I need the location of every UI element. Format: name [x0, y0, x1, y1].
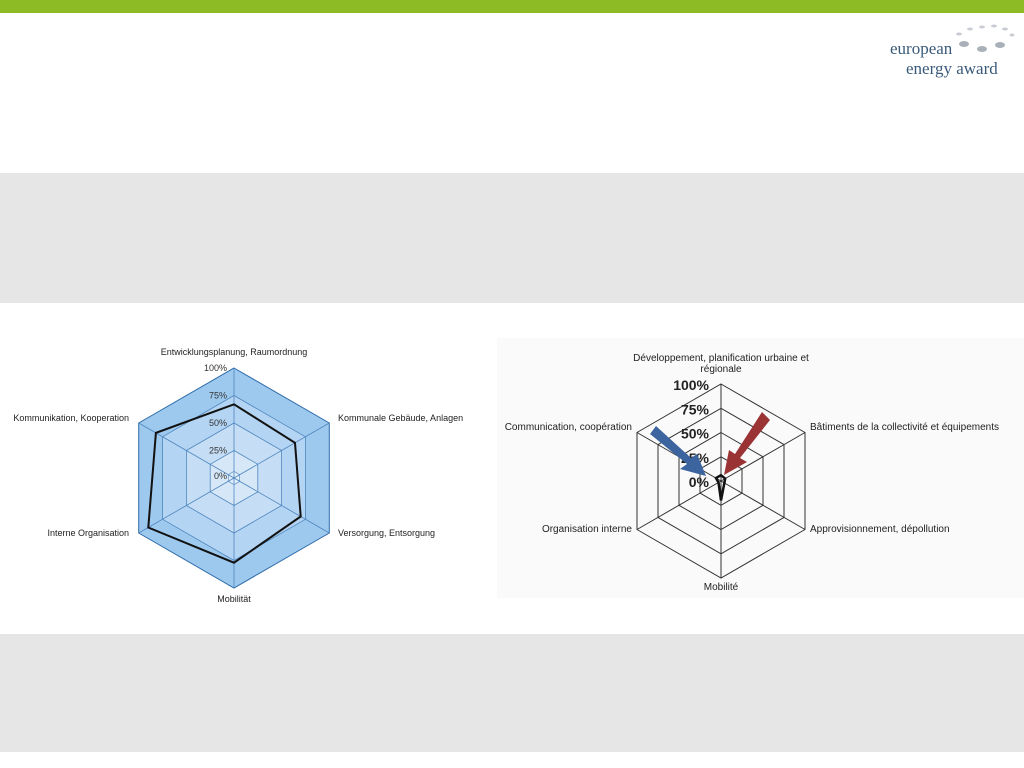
- radial-tick-label: 25%: [209, 446, 227, 456]
- radar-spoke: [636, 480, 722, 530]
- radial-tick-label: 100%: [204, 363, 227, 373]
- radial-tick-label: 0%: [689, 474, 710, 490]
- axis-label: Organisation interne: [542, 524, 632, 535]
- radial-tick-label: 50%: [209, 418, 227, 428]
- axis-label: Kommunale Gebäude, Anlagen: [338, 413, 463, 423]
- axis-label: Versorgung, Entsorgung: [338, 528, 435, 538]
- radial-tick-label: 50%: [681, 426, 710, 442]
- radar-spoke: [233, 422, 330, 479]
- red-arrow-icon: [724, 412, 770, 475]
- axis-label: Kommunikation, Kooperation: [13, 413, 129, 423]
- blue-arrow-icon: [650, 426, 706, 476]
- radar-spoke: [720, 432, 806, 482]
- radial-tick-label: 75%: [209, 391, 227, 401]
- axis-label: Mobilité: [704, 582, 739, 593]
- axis-label: Approvisionnement, dépollution: [810, 524, 950, 535]
- radial-tick-label: 100%: [673, 377, 709, 393]
- european-energy-award-logo: european energy award: [884, 22, 1016, 82]
- axis-label: Bâtiments de la collectivité et équipeme…: [810, 422, 999, 433]
- radial-tick-label: 75%: [681, 401, 710, 417]
- top-accent-bar: [0, 0, 1024, 13]
- axis-label: Mobilität: [217, 594, 251, 604]
- radar-series-line: [147, 403, 302, 564]
- radar-spoke: [138, 477, 235, 534]
- grey-band-bottom: [0, 634, 1024, 752]
- radar-spoke: [233, 477, 330, 534]
- radar-spoke: [720, 480, 806, 530]
- axis-label: Interne Organisation: [47, 528, 129, 538]
- radar-spoke: [138, 422, 235, 479]
- axis-label: Entwicklungsplanung, Raumordnung: [161, 347, 308, 357]
- radar-chart-french: 0%25%50%75%100%Développement, planificat…: [497, 338, 1024, 598]
- logo-line-1: european: [890, 39, 953, 58]
- radar-chart-german: 0% 25% 50% 75% 100% Entwicklungsplanung, Raum…: [13, 347, 463, 604]
- axis-label: régionale: [700, 364, 742, 375]
- logo-dots-icon: [956, 24, 1015, 52]
- radar-series-line: [714, 473, 727, 501]
- logo-line-2: energy award: [906, 59, 998, 78]
- grey-band-top: [0, 173, 1024, 303]
- radial-tick-label: 0%: [214, 471, 227, 481]
- axis-label: Développement, planification urbaine et: [633, 353, 809, 364]
- axis-label: Communication, coopération: [505, 422, 632, 433]
